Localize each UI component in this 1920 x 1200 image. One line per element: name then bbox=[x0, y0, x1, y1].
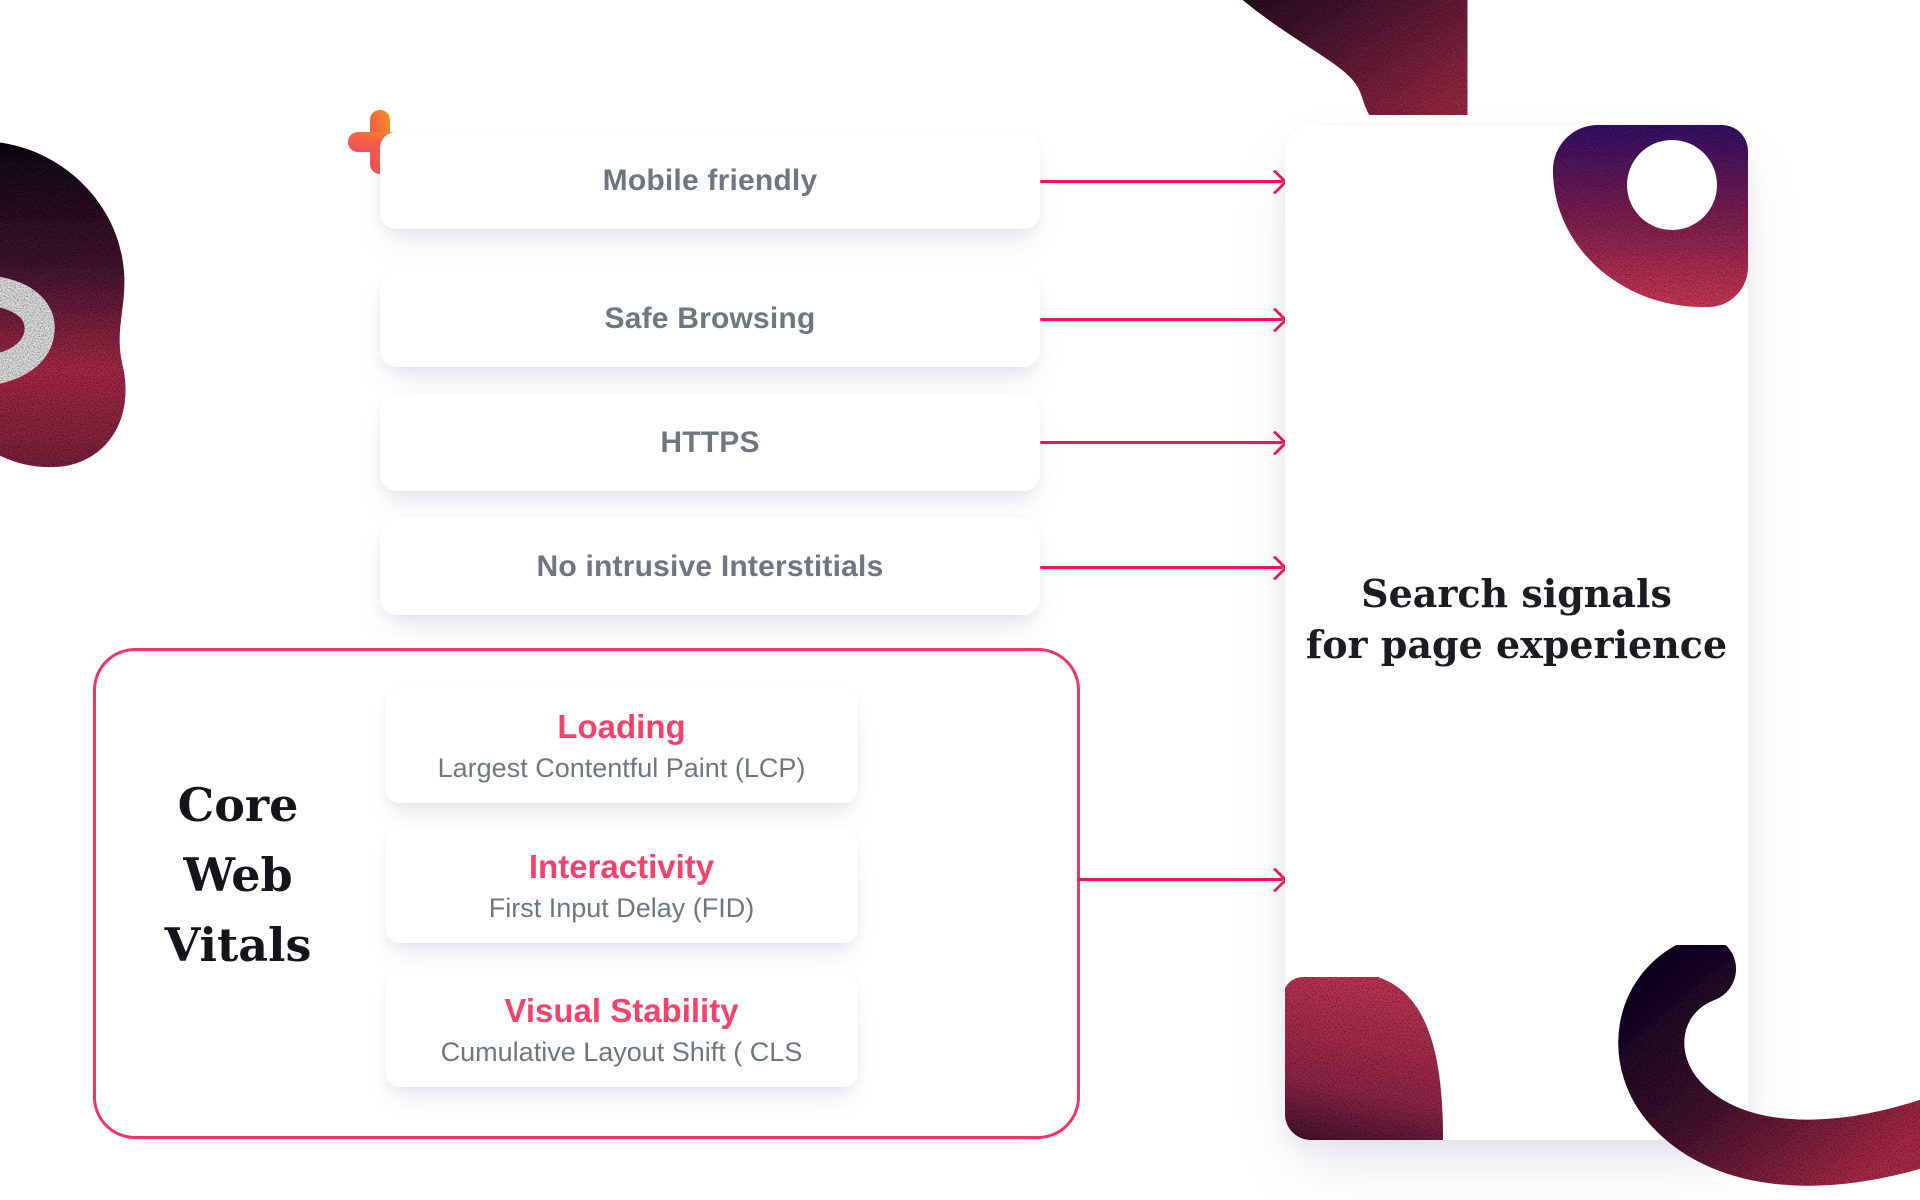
signal-card-safe-browsing: Safe Browsing bbox=[380, 270, 1040, 367]
signal-card-label: No intrusive Interstitials bbox=[536, 549, 884, 583]
signal-card-no-intrusive-interstitials: No intrusive Interstitials bbox=[380, 518, 1040, 615]
search-signals-title-line: for page experience bbox=[1305, 622, 1728, 667]
cwv-label-line: Core bbox=[177, 778, 299, 832]
search-signals-title-line: Search signals bbox=[1361, 571, 1672, 616]
cwv-label-line: Web bbox=[183, 848, 293, 902]
cwv-card-subtitle: Cumulative Layout Shift ( CLS bbox=[440, 1036, 803, 1067]
signal-card-label: Safe Browsing bbox=[604, 301, 816, 335]
signal-card-label: Mobile friendly bbox=[602, 163, 818, 197]
arrow-icon bbox=[1077, 878, 1283, 881]
ring-blob-icon bbox=[1553, 125, 1748, 307]
cwv-label-line: Vitals bbox=[164, 918, 312, 972]
signal-card-mobile-friendly: Mobile friendly bbox=[380, 132, 1040, 229]
signal-card-label: HTTPS bbox=[660, 425, 760, 459]
core-web-vitals-label: Core Web Vitals bbox=[98, 770, 378, 980]
cwv-card-title: Interactivity bbox=[528, 847, 715, 885]
quarter-blob-icon bbox=[1285, 977, 1443, 1140]
signal-card-https: HTTPS bbox=[380, 394, 1040, 491]
cwv-card-subtitle: Largest Contentful Paint (LCP) bbox=[437, 752, 806, 783]
search-signals-card: Search signals for page experience bbox=[1285, 125, 1748, 1140]
cwv-card-interactivity: Interactivity First Input Delay (FID) bbox=[385, 828, 858, 943]
arrow-icon bbox=[1040, 180, 1283, 183]
cwv-card-title: Loading bbox=[557, 707, 686, 745]
arrow-icon bbox=[1040, 566, 1283, 569]
search-signals-title: Search signals for page experience bbox=[1285, 568, 1748, 670]
cwv-card-subtitle: First Input Delay (FID) bbox=[488, 892, 755, 923]
swirl-blob-icon bbox=[0, 142, 126, 468]
cwv-card-visual-stability: Visual Stability Cumulative Layout Shift… bbox=[385, 972, 858, 1087]
core-web-vitals-box bbox=[93, 648, 1080, 1139]
arrow-icon bbox=[1040, 318, 1283, 321]
cwv-card-title: Visual Stability bbox=[504, 991, 739, 1029]
cwv-card-loading: Loading Largest Contentful Paint (LCP) bbox=[385, 688, 858, 803]
arrow-icon bbox=[1040, 441, 1283, 444]
